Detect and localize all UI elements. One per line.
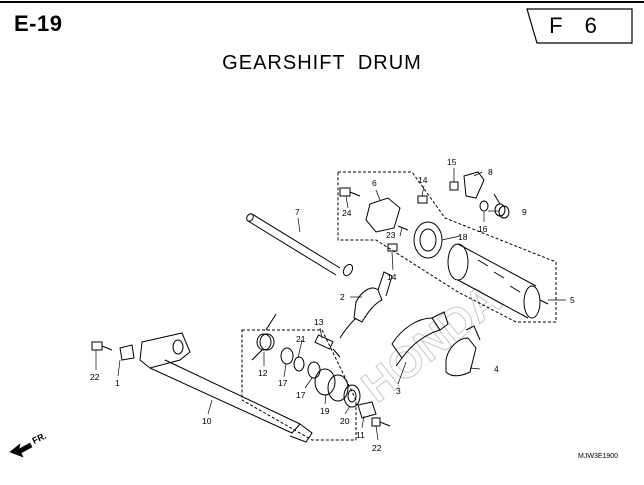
part-seal-20 [343, 384, 361, 408]
callout-14b: 14 [387, 272, 397, 282]
callout-16: 16 [478, 224, 488, 234]
part-plate-11 [357, 401, 377, 419]
callout-24: 24 [342, 208, 352, 218]
part-bolt-24 [339, 187, 361, 197]
part-washer-17b [307, 361, 321, 379]
part-stopper-arm-8 [463, 171, 485, 199]
part-spring-12 [251, 313, 277, 361]
page-code: E-19 [14, 11, 63, 36]
part-pin-23 [397, 225, 409, 231]
callout-5: 5 [570, 295, 575, 305]
callout-2: 2 [340, 292, 345, 302]
callout-3: 3 [396, 386, 401, 396]
part-shift-fork-2 [339, 271, 393, 339]
group-box-lower [241, 329, 357, 441]
callout-10: 10 [202, 416, 212, 426]
part-drum-center-6 [365, 197, 401, 233]
part-shift-fork-4 [445, 325, 481, 377]
section-tag-frame [526, 8, 633, 44]
part-washer-16 [479, 200, 489, 212]
front-arrow-label: FR. [31, 431, 48, 446]
callout-11: 11 [356, 430, 365, 440]
callout-22b: 22 [372, 443, 382, 453]
part-gearshift-drum-5 [447, 243, 549, 319]
part-washer-21 [293, 356, 305, 372]
part-bolt-15 [449, 181, 459, 191]
callout-8: 8 [488, 167, 493, 177]
part-bearing-19 [314, 368, 349, 402]
callout-4: 4 [494, 364, 499, 374]
section-tag-text: F 6 [549, 13, 605, 38]
part-bearing-18 [413, 221, 443, 259]
callout-1: 1 [115, 378, 120, 388]
part-pin-13 [314, 334, 341, 358]
leader-lines [95, 168, 566, 441]
top-rule [0, 1, 644, 3]
honda-watermark: HONDA [353, 274, 510, 412]
part-bolt-14a [417, 195, 428, 204]
drawing-code: MJW3E1900 [578, 453, 618, 460]
callout-18: 18 [458, 232, 468, 242]
callout-14a: 14 [418, 175, 428, 185]
part-bolt-22-right [371, 417, 391, 427]
part-bolt-14b [387, 243, 398, 252]
callout-12: 12 [258, 368, 268, 378]
callout-17b: 17 [296, 390, 306, 400]
callout-19: 19 [320, 406, 330, 416]
part-return-spring-9 [493, 193, 510, 219]
page-title: GEARSHIFT DRUM [222, 52, 422, 74]
part-gearshift-spindle-10 [119, 332, 313, 443]
callout-15: 15 [447, 157, 457, 167]
group-box-upper [337, 171, 557, 323]
callout-17a: 17 [278, 378, 288, 388]
callout-21: 21 [296, 334, 306, 344]
callout-6: 6 [372, 178, 377, 188]
section-tag: F 6 [521, 8, 633, 44]
callout-13: 13 [314, 317, 324, 327]
front-direction-arrow: FR. [9, 431, 48, 458]
callout-9: 9 [522, 207, 527, 217]
part-shift-fork-3 [391, 311, 449, 367]
callout-7: 7 [295, 207, 300, 217]
callout-22a: 22 [90, 372, 100, 382]
callout-23: 23 [386, 230, 396, 240]
callout-20: 20 [340, 416, 350, 426]
part-bolt-22-left [91, 341, 113, 351]
part-washer-17a [280, 347, 294, 365]
part-shaft-7 [246, 213, 354, 277]
